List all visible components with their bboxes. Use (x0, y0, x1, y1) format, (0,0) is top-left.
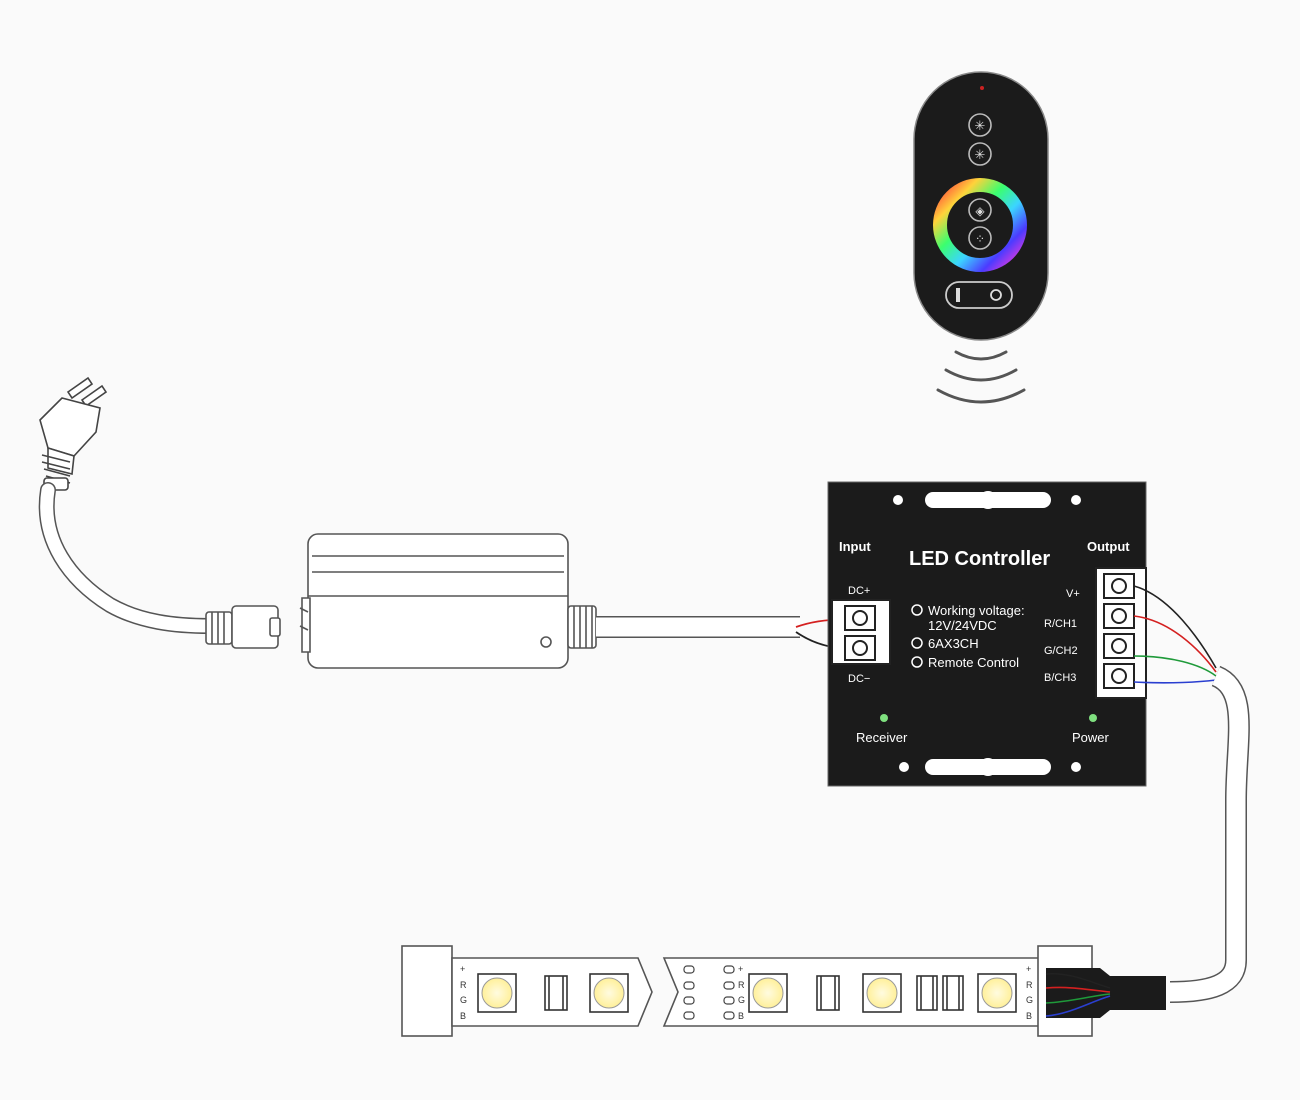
svg-text:✳: ✳ (975, 148, 986, 163)
color-wheel[interactable] (933, 178, 1027, 272)
output-g-label: G/CH2 (1044, 645, 1078, 657)
rf-remote: ✳ ✳ ◈ ⁘ (913, 71, 1049, 341)
ac-cord (38, 482, 218, 634)
controller-title: LED Controller (909, 548, 1050, 570)
led-chip (748, 973, 788, 1013)
strip-end-cap (401, 945, 453, 1037)
power-label: Power (1072, 730, 1110, 745)
output-r-label: R/CH1 (1044, 618, 1077, 630)
power-switch-icon[interactable] (945, 281, 1013, 309)
svg-text:+: + (738, 964, 743, 974)
receiver-indicator (880, 714, 888, 722)
dc-plus-label: DC+ (848, 585, 870, 597)
spec-voltage: Working voltage: (928, 603, 1025, 618)
svg-text:+: + (460, 964, 465, 974)
mode-icon[interactable]: ◈ (968, 198, 992, 222)
svg-text:G: G (460, 995, 467, 1005)
speed-icon[interactable]: ⁘ (968, 226, 992, 250)
dc-minus-label: DC− (848, 673, 870, 685)
resistor (544, 975, 568, 1011)
output-terminal (1095, 567, 1147, 699)
remote-body (913, 71, 1049, 341)
svg-text:B: B (1026, 1011, 1032, 1021)
power-adapter (205, 533, 597, 669)
resistor (816, 975, 840, 1011)
cut-pads (683, 965, 735, 1020)
svg-text:✳: ✳ (975, 119, 986, 134)
receiver-label: Receiver (856, 730, 908, 745)
led-controller: Input Output LED Controller DC+ DC− V+ R… (827, 481, 1147, 787)
strip-pads: + R G B (1026, 964, 1033, 1021)
output-b-label: B/CH3 (1044, 672, 1076, 684)
led-chip (977, 973, 1017, 1013)
svg-text:R: R (1026, 980, 1033, 990)
svg-text:◈: ◈ (975, 204, 985, 218)
svg-text:G: G (1026, 995, 1033, 1005)
spec-voltage-value: 12V/24VDC (928, 618, 997, 633)
svg-text:R: R (460, 980, 467, 990)
svg-text:+: + (1026, 964, 1031, 974)
spec-bullet (911, 604, 923, 616)
power-indicator (1089, 714, 1097, 722)
spec-bullet (911, 637, 923, 649)
input-terminal (831, 599, 891, 665)
led-chip (862, 973, 902, 1013)
strip-pads: + R G B (738, 964, 745, 1021)
svg-text:⁘: ⁘ (975, 232, 985, 246)
led-chip (477, 973, 517, 1013)
input-label: Input (839, 539, 871, 554)
spec-remote: Remote Control (928, 655, 1019, 670)
strip-connector (1045, 968, 1166, 1018)
wireless-signal-icon (936, 350, 1026, 404)
spec-bullet (911, 656, 923, 668)
brightness-up-icon[interactable]: ✳ (968, 113, 992, 137)
brightness-down-icon[interactable]: ✳ (968, 142, 992, 166)
svg-text:B: B (460, 1011, 466, 1021)
strip-pads: + R G B (460, 964, 467, 1021)
svg-text:R: R (738, 980, 745, 990)
ac-plug (39, 376, 108, 491)
svg-text:G: G (738, 995, 745, 1005)
svg-text:B: B (738, 1011, 744, 1021)
resistor (942, 975, 964, 1011)
spec-current: 6AX3CH (928, 636, 979, 651)
output-label: Output (1087, 539, 1130, 554)
output-wires (1133, 585, 1217, 684)
resistor (916, 975, 938, 1011)
led-chip (589, 973, 629, 1013)
output-v-label: V+ (1066, 588, 1080, 600)
